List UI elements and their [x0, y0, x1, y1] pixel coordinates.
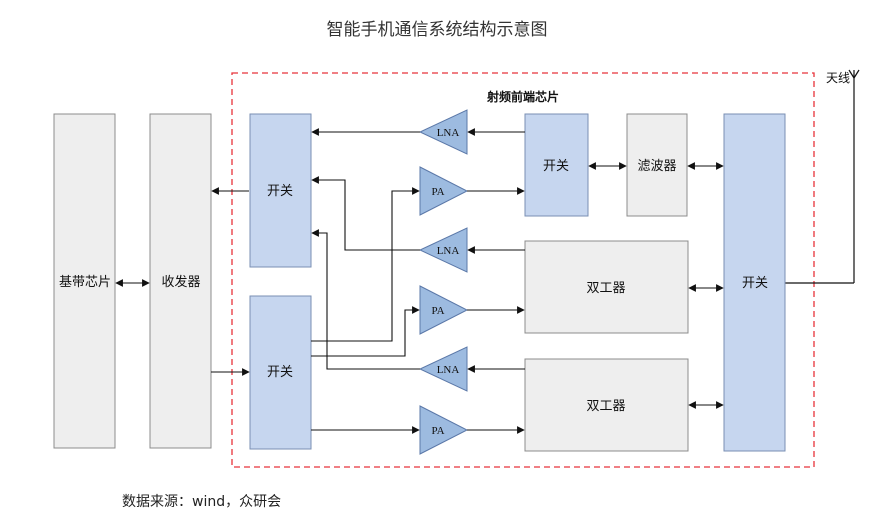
transceiver-block [149, 113, 212, 449]
switch-mid-block [524, 113, 589, 217]
lna-2-to-switch [311, 176, 420, 251]
switch-to-pa-2 [311, 306, 420, 357]
lna-2-amplifier [418, 227, 468, 273]
pa-1-label: PA [431, 186, 444, 198]
switch-top-left-label: 开关 [267, 184, 293, 199]
antenna-label: 天线 [826, 71, 850, 85]
baseband-chip-label: 基带芯片 [59, 275, 111, 290]
lna-1-label: LNA [437, 127, 460, 139]
switch-right-label: 开关 [742, 276, 768, 291]
switch-mid-label: 开关 [543, 159, 569, 174]
lna-3-label: LNA [437, 364, 460, 376]
region-label: 射频前端芯片 [486, 89, 559, 104]
transceiver-label: 收发器 [161, 274, 200, 290]
pa-2-amplifier [419, 285, 469, 335]
lna-3-to-switch [311, 229, 420, 370]
duplexer-2-block [524, 358, 689, 452]
switch-top-left-block [249, 113, 312, 268]
duplexer-1-label: 双工器 [586, 281, 625, 296]
source-note: 数据来源：wind，众研会 [122, 494, 281, 510]
pa-3-amplifier [419, 405, 469, 455]
switch-to-pa-1 [311, 187, 420, 342]
lna-3-amplifier [418, 346, 468, 392]
antenna-icon [848, 69, 860, 283]
diagram-title: 智能手机通信系统结构示意图 [327, 20, 548, 40]
pa-3-label: PA [431, 425, 444, 437]
rf-frontend-region [231, 72, 815, 468]
pa-1-amplifier [419, 166, 469, 216]
baseband-chip-block [53, 113, 116, 449]
switch-bottom-left-block [249, 295, 312, 450]
filter-label: 滤波器 [637, 159, 676, 174]
filter-block [626, 113, 688, 217]
duplexer-2-label: 双工器 [586, 399, 625, 414]
switch-right-block [723, 113, 786, 452]
pa-2-label: PA [431, 305, 444, 317]
duplexer-1-block [524, 240, 689, 334]
lna-1-amplifier [418, 109, 468, 155]
lna-2-label: LNA [437, 245, 460, 257]
switch-bottom-left-label: 开关 [267, 365, 293, 380]
